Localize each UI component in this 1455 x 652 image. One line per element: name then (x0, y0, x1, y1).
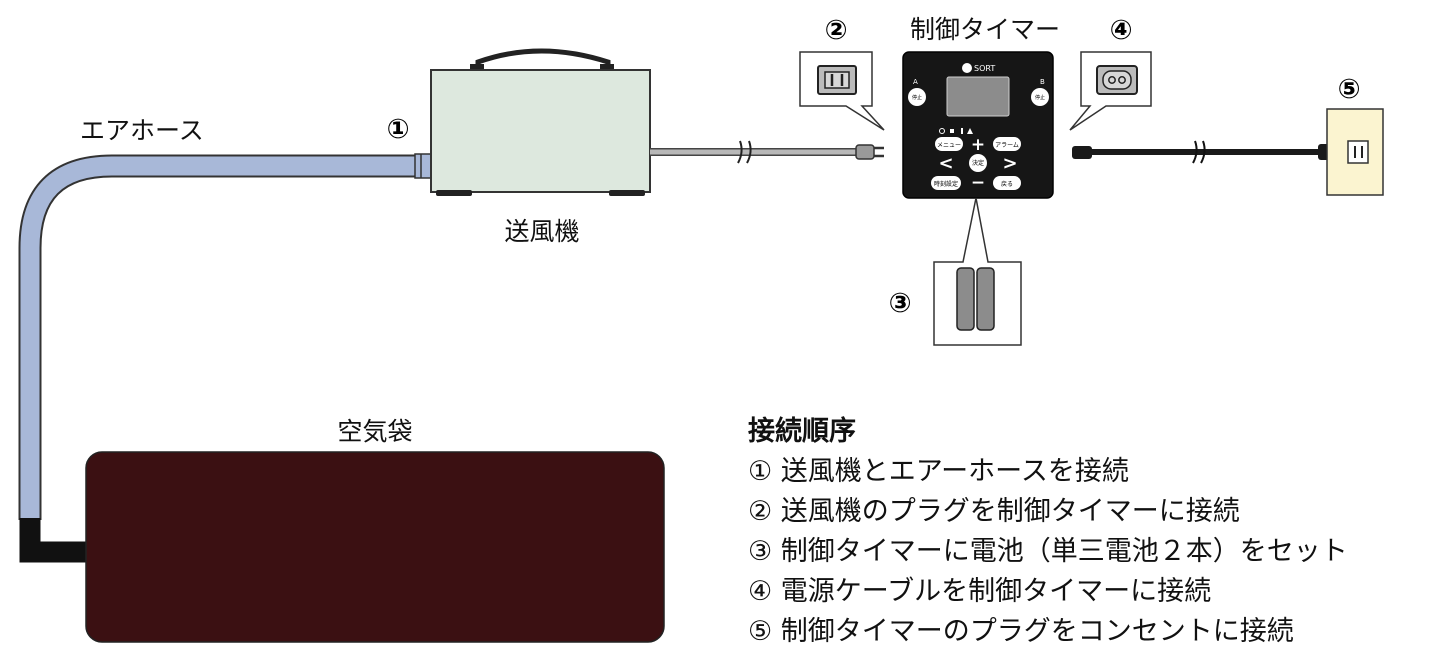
callout-batteries-3 (933, 197, 1022, 346)
blower (430, 48, 651, 196)
marker-3: ③ (889, 288, 912, 319)
step-item: ④ 電源ケーブルを制御タイマーに接続 (748, 576, 1212, 607)
timer-tag-b: B (1040, 78, 1045, 86)
power-cable (1072, 140, 1350, 164)
blower-label: 送風機 (504, 217, 579, 246)
timer-alarm-button: アラーム (995, 142, 1019, 149)
timer-left-arrow: < (938, 153, 953, 174)
timer-right-arrow: > (1002, 153, 1017, 174)
connection-steps: 接続順序 ① 送風機とエアーホースを接続 ② 送風機のプラグを制御タイマーに接続… (748, 412, 1453, 652)
timer-menu-button: メニュー (937, 142, 961, 149)
step-item: ① 送風機とエアーホースを接続 (748, 456, 1129, 487)
hose-coupling (414, 153, 432, 179)
step-item: ③ 制御タイマーに電池（単三電池２本）をセット (748, 536, 1348, 567)
timer-label: 制御タイマー (910, 15, 1060, 44)
air-hose-label: エアホース (80, 116, 204, 145)
marker-2: ② (825, 15, 848, 46)
air-hose (18, 154, 416, 563)
timer-stop-right: 停止 (1035, 94, 1045, 101)
wall-outlet (1326, 108, 1384, 196)
timer-ok-button: 決定 (972, 159, 984, 167)
timer-tag-a: A (913, 78, 918, 86)
step-item: ⑤ 制御タイマーのプラグをコンセントに接続 (748, 616, 1294, 647)
air-bag (85, 451, 665, 643)
timer-brand: SORT (974, 64, 995, 73)
blower-cable (650, 140, 884, 164)
steps-title: 接続順序 (748, 416, 856, 447)
callout-inlet-4 (1069, 51, 1152, 131)
control-timer: SORT A B 停止 停止 メニュー + アラーム < 決定 > 時刻設定 −… (902, 51, 1054, 199)
timer-back-button: 戻る (1001, 180, 1013, 188)
timer-clock-button: 時刻設定 (934, 180, 958, 188)
step-item: ② 送風機のプラグを制御タイマーに接続 (748, 496, 1240, 527)
timer-minus: − (971, 173, 985, 193)
timer-plus: + (971, 135, 985, 155)
steps-list: ① 送風機とエアーホースを接続 ② 送風機のプラグを制御タイマーに接続 ③ 制御… (748, 452, 1453, 652)
marker-5: ⑤ (1338, 74, 1361, 105)
callout-socket-2 (799, 51, 885, 131)
marker-1: ① (387, 114, 410, 145)
air-bag-label: 空気袋 (337, 417, 412, 446)
timer-stop-left: 停止 (912, 94, 922, 101)
marker-4: ④ (1110, 15, 1133, 46)
